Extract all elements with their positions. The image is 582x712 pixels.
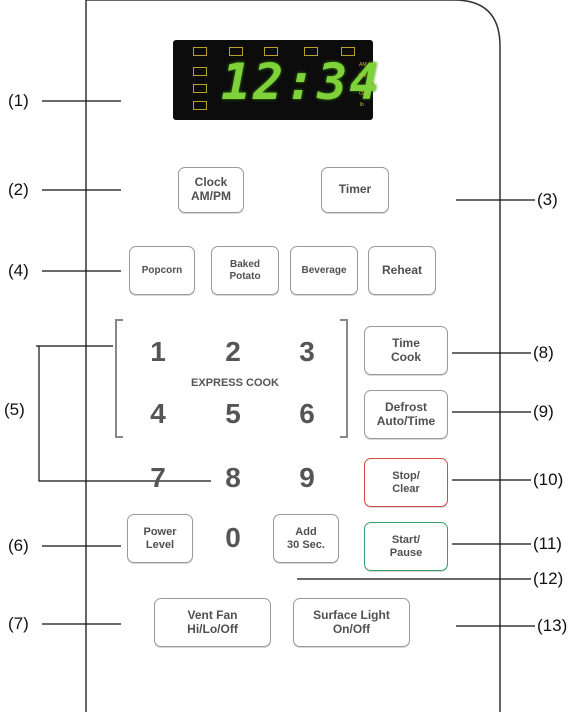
digit-9-key[interactable]: 9 <box>299 462 315 493</box>
digit-8-key[interactable]: 8 <box>225 462 241 493</box>
lock-icon <box>341 47 355 56</box>
clock-am-pm-button[interactable]: Clock AM/PM <box>178 167 244 213</box>
express-cook-label: EXPRESS COOK <box>190 377 280 389</box>
fan-icon <box>193 47 207 56</box>
start-pause-button[interactable]: Start/ Pause <box>364 522 448 571</box>
clock-readout: 12:34 <box>221 53 382 111</box>
reheat-button[interactable]: Reheat <box>368 246 436 295</box>
callout-8: (8) <box>533 343 554 362</box>
callout-1: (1) <box>8 91 29 110</box>
light-icon <box>304 47 318 56</box>
callout-12: (12) <box>533 569 564 588</box>
callout-2: (2) <box>8 180 29 199</box>
popcorn-button[interactable]: Popcorn <box>129 246 195 295</box>
stop-clear-button[interactable]: Stop/ Clear <box>364 458 448 507</box>
callout-13: (13) <box>537 616 568 635</box>
beverage-button[interactable]: Beverage <box>290 246 358 295</box>
digit-2-key[interactable]: 2 <box>225 336 241 367</box>
popcorn-icon <box>229 47 243 56</box>
vent-fan-button[interactable]: Vent Fan Hi/Lo/Off <box>154 598 271 647</box>
weight-icon <box>193 101 207 110</box>
callout-10: (10) <box>533 470 564 489</box>
surface-light-button[interactable]: Surface Light On/Off <box>293 598 410 647</box>
digit-6-key[interactable]: 6 <box>299 398 315 429</box>
callout-9: (9) <box>533 402 554 421</box>
timer-button[interactable]: Timer <box>321 167 389 213</box>
callout-5: (5) <box>4 400 25 419</box>
callout-7: (7) <box>8 614 29 633</box>
digit-4-key[interactable]: 4 <box>150 398 166 429</box>
express-cook-bracket-left <box>115 319 123 438</box>
defrost-button[interactable]: Defrost Auto/Time <box>364 390 448 439</box>
pm-indicator: PM <box>359 73 367 79</box>
time-cook-button[interactable]: Time Cook <box>364 326 448 375</box>
power-level-button[interactable]: Power Level <box>127 514 193 563</box>
callout-3: (3) <box>537 190 558 209</box>
callout-6: (6) <box>8 536 29 555</box>
am-indicator: AM <box>359 62 367 68</box>
lcd-display: 12:34 AM PM OZ lb <box>173 40 382 120</box>
digit-3-key[interactable]: 3 <box>299 336 315 367</box>
digit-0-key[interactable]: 0 <box>225 522 241 553</box>
add-30-sec-button[interactable]: Add 30 Sec. <box>273 514 339 563</box>
express-cook-bracket-right <box>340 319 348 438</box>
callout-4: (4) <box>8 261 29 280</box>
cook-icon <box>193 84 207 93</box>
leader-line-5 <box>36 345 211 482</box>
oz-indicator: OZ <box>359 91 366 97</box>
timer-icon <box>264 47 278 56</box>
callout-11: (11) <box>533 534 562 553</box>
digit-5-key[interactable]: 5 <box>225 398 241 429</box>
baked-potato-button[interactable]: Baked Potato <box>211 246 279 295</box>
digit-7-key[interactable]: 7 <box>150 462 166 493</box>
digit-1-key[interactable]: 1 <box>150 336 166 367</box>
clock-icon <box>193 67 207 76</box>
lb-indicator: lb <box>360 102 364 108</box>
